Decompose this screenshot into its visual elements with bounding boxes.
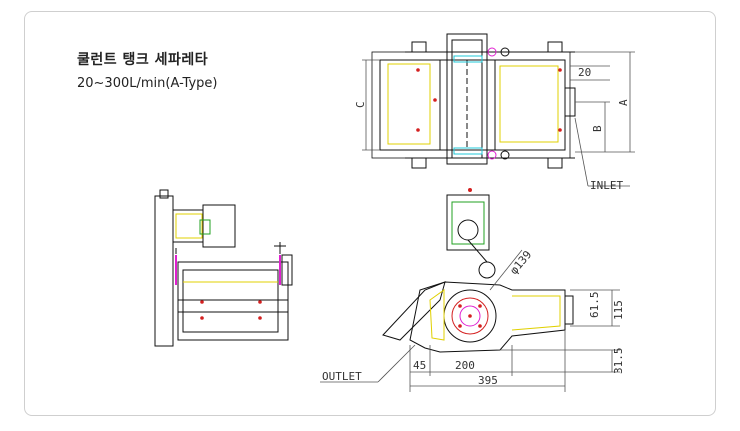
top-view-bolts <box>416 68 562 132</box>
product-subtitle: 20~300L/min(A-Type) <box>77 76 218 91</box>
product-title: 쿨런트 탱크 세파레타 <box>77 52 209 68</box>
label-inlet: INLET <box>590 179 623 192</box>
side-view-bolts <box>200 300 262 320</box>
dim-395: 395 <box>478 374 498 387</box>
front-view-bolts <box>458 188 482 328</box>
side-view <box>154 189 293 347</box>
dim-61-5: 61.5 <box>588 292 601 319</box>
dim-b: B <box>591 125 604 132</box>
content-card <box>24 11 716 416</box>
top-view-dimensions <box>362 51 635 187</box>
dim-c: C <box>354 101 367 108</box>
front-view-dimensions <box>320 249 620 392</box>
top-view <box>371 33 576 169</box>
label-outlet: OUTLET <box>322 370 362 383</box>
dim-115: 115 <box>612 300 625 320</box>
dim-31-5: 31.5 <box>612 348 625 375</box>
dim-20: 20 <box>578 66 591 79</box>
dim-phi139: φ139 <box>507 248 534 277</box>
dim-200: 200 <box>455 359 475 372</box>
front-view <box>382 194 574 353</box>
dim-a: A <box>617 99 630 106</box>
dim-45: 45 <box>413 359 426 372</box>
